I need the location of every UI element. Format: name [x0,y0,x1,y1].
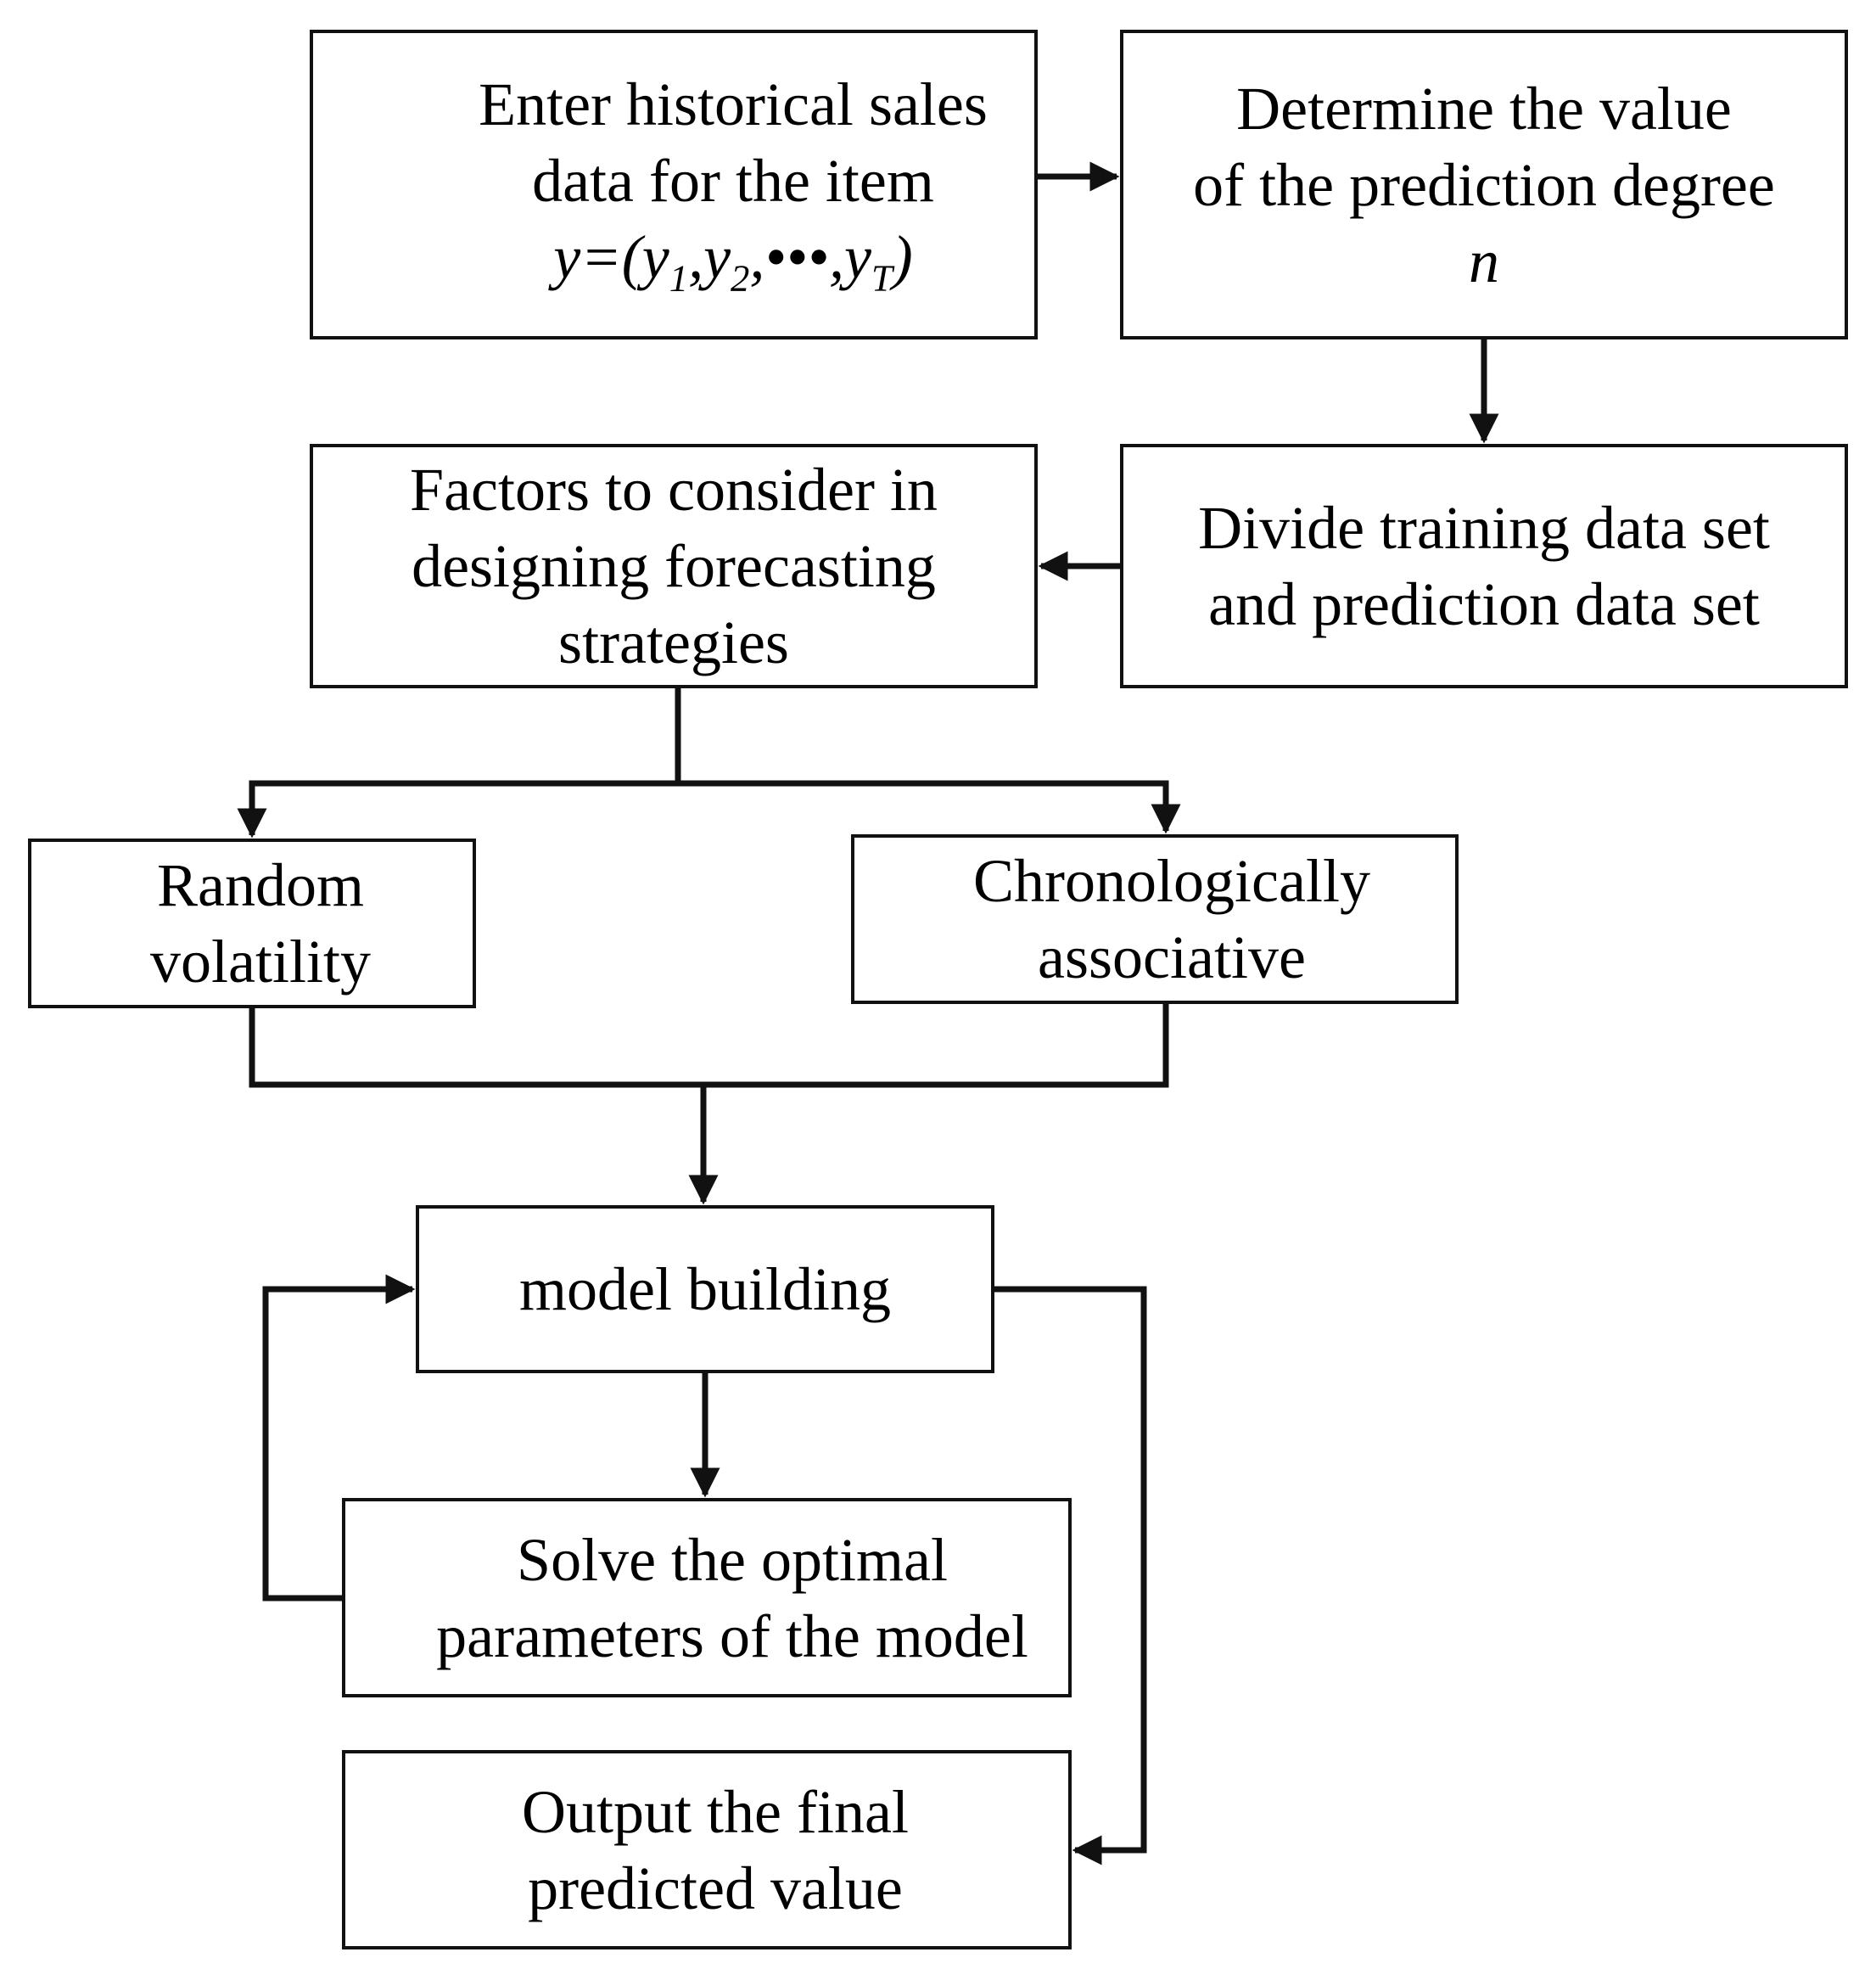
node-solve-line1: Solve the optimal [517,1525,948,1594]
node-divide-data-sets: Divide training data set and prediction … [1120,444,1848,688]
node-output-line2: predicted value [528,1854,903,1922]
node-solve-parameters: Solve the optimal parameters of the mode… [342,1498,1072,1697]
node-degree-line2: of the prediction degree [1193,150,1775,219]
node-degree-line1: Determine the value [1236,74,1732,143]
node-solve-line2: parameters of the model [436,1602,1028,1670]
node-model-label: model building [519,1255,891,1323]
node-random-volatility: Random volatility [28,839,476,1008]
node-prediction-degree: Determine the value of the prediction de… [1120,30,1848,339]
node-output-line1: Output the final [522,1777,909,1846]
node-chrono-line1: Chronologically [973,847,1370,915]
node-chrono-line2: associative [1038,923,1306,991]
node-design-factors: Factors to consider in designing forecas… [310,444,1038,688]
node-model-building: model building [416,1205,994,1373]
node-random-line2: volatility [150,928,371,996]
sales-vector-formula: y=(y1,y2,•••,yT) [553,223,913,300]
node-factors-line2: designing forecasting [412,532,936,600]
node-input-line2: data for the item [532,147,934,216]
node-input-sales-data: Enter historical sales data for the item… [310,30,1038,339]
node-random-line1: Random [157,851,364,919]
node-factors-line1: Factors to consider in [410,456,938,524]
arrow-model-to-output [994,1286,1147,1865]
node-output-predicted-value: Output the final predicted value [342,1750,1072,1949]
node-chronologically-associative: Chronologically associative [851,834,1459,1004]
arrow-solve-feedback-to-model [262,1274,416,1602]
arrow-split-to-chrono [678,780,1181,834]
degree-symbol: n [1469,227,1499,295]
node-divide-line2: and prediction data set [1208,570,1760,638]
arrow-split-to-random [237,780,678,839]
node-divide-line1: Divide training data set [1198,494,1770,562]
node-input-line1: Enter historical sales [479,70,988,139]
node-factors-line3: strategies [558,609,789,676]
connector-random-join [249,1004,1169,1088]
